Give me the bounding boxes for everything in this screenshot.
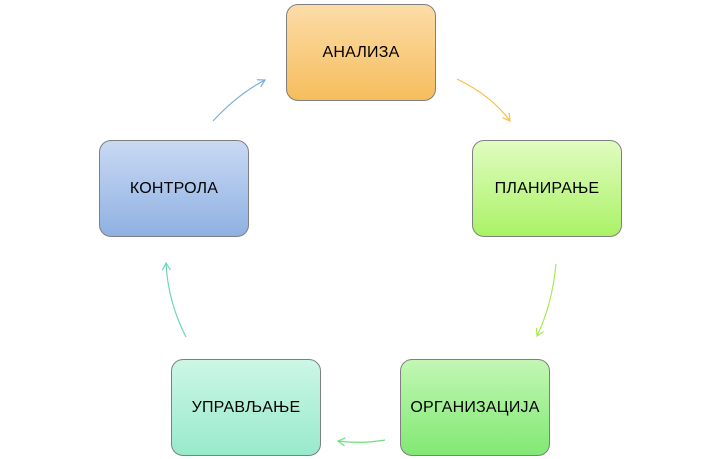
node-label: АНАЛИЗА [322, 43, 400, 61]
node-label: ОРГАНИЗАЦИЈА [410, 398, 540, 416]
arrow-control-to-analysis [212, 79, 267, 122]
node-control[interactable]: КОНТРОЛА [99, 140, 249, 237]
arrow-analysis-to-planning [456, 78, 511, 122]
node-label: УПРАВЉАЊЕ [191, 398, 301, 416]
arrow-planning-to-organizing [535, 263, 557, 338]
arrow-organizing-to-managing [336, 437, 386, 447]
arrow-managing-to-control [161, 261, 187, 338]
node-organizing[interactable]: ОРГАНИЗАЦИЈА [400, 359, 550, 456]
node-managing[interactable]: УПРАВЉАЊЕ [171, 359, 321, 456]
node-analysis[interactable]: АНАЛИЗА [286, 4, 436, 101]
node-label: КОНТРОЛА [129, 179, 219, 197]
node-planning[interactable]: ПЛАНИРАЊЕ [472, 140, 622, 237]
node-label: ПЛАНИРАЊЕ [494, 179, 600, 197]
